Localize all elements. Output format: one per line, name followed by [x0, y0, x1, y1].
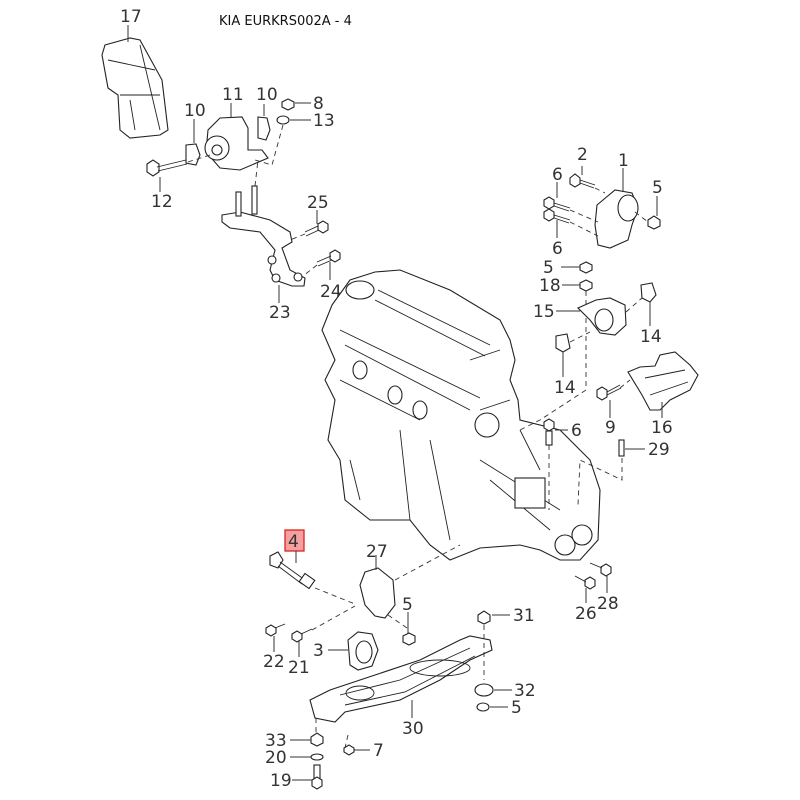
callout-16[interactable]: 16	[651, 418, 673, 438]
callout-3[interactable]: 3	[313, 641, 324, 661]
stud-29	[618, 439, 625, 457]
callout-10a[interactable]: 10	[184, 101, 206, 121]
bracket-17	[101, 37, 169, 139]
nut-7	[343, 744, 355, 756]
diagram-title: KIA EURKRS002A - 4	[219, 14, 352, 29]
callout-5b[interactable]: 5	[543, 258, 554, 278]
insulator-3	[347, 631, 379, 671]
nut-8	[281, 98, 295, 111]
bolt-25	[304, 220, 329, 237]
bolt-6b	[543, 208, 571, 224]
washer-20	[310, 753, 324, 761]
bolt-24	[316, 249, 341, 267]
callout-15[interactable]: 15	[533, 302, 555, 322]
bracket-16	[627, 351, 699, 411]
callout-12[interactable]: 12	[151, 192, 173, 212]
callout-6b[interactable]: 6	[552, 239, 563, 259]
bolt-6a	[543, 196, 571, 212]
bolt-12	[146, 159, 188, 177]
callout-4[interactable]: 4	[288, 532, 299, 552]
mount-bracket-1	[594, 189, 639, 249]
callout-29[interactable]: 29	[648, 440, 670, 460]
callout-2[interactable]: 2	[577, 145, 588, 165]
nut-5d	[476, 702, 490, 712]
bracket-23	[221, 185, 306, 287]
callout-9[interactable]: 9	[605, 418, 616, 438]
nut-5c	[402, 632, 416, 646]
callout-26[interactable]: 26	[575, 604, 597, 624]
callout-6c[interactable]: 6	[571, 421, 582, 441]
bolt-9	[596, 384, 622, 401]
nut-18	[579, 279, 593, 292]
bolt-26	[574, 575, 596, 590]
bolt-22	[265, 623, 286, 637]
nut-5b	[579, 261, 593, 274]
callout-23[interactable]: 23	[269, 303, 291, 323]
callout-17[interactable]: 17	[120, 7, 142, 27]
stopper-10b	[257, 116, 271, 141]
callout-27[interactable]: 27	[366, 542, 388, 562]
insulator-11	[204, 116, 269, 171]
callout-30[interactable]: 30	[402, 719, 424, 739]
callout-13[interactable]: 13	[313, 111, 335, 131]
callout-32[interactable]: 32	[514, 681, 536, 701]
callout-20[interactable]: 20	[265, 748, 287, 768]
crossmember-30	[309, 635, 493, 723]
stopper-14b	[555, 333, 571, 353]
callout-24[interactable]: 24	[320, 282, 342, 302]
bolt-21	[291, 628, 313, 643]
callout-5d[interactable]: 5	[511, 698, 522, 718]
callout-6a[interactable]: 6	[552, 165, 563, 185]
insulator-15	[577, 297, 627, 336]
nut-13	[276, 115, 290, 125]
nut-31	[477, 610, 491, 625]
callout-14a[interactable]: 14	[640, 327, 662, 347]
callout-18[interactable]: 18	[539, 276, 561, 296]
callout-7[interactable]: 7	[373, 741, 384, 761]
callout-11[interactable]: 11	[222, 85, 244, 105]
highlight-box-4	[284, 529, 305, 552]
callout-8[interactable]: 8	[313, 94, 324, 114]
callout-28[interactable]: 28	[597, 594, 619, 614]
callout-33[interactable]: 33	[265, 731, 287, 751]
bracket-27	[359, 567, 396, 619]
callout-21[interactable]: 21	[288, 658, 310, 678]
through-bolt-4	[269, 551, 316, 590]
bolt-6c	[543, 418, 555, 446]
bolt-19	[311, 764, 323, 790]
callout-19[interactable]: 19	[270, 771, 292, 791]
callout-5c[interactable]: 5	[402, 595, 413, 615]
callout-25[interactable]: 25	[307, 193, 329, 213]
bolt-28	[589, 562, 612, 577]
callout-10b[interactable]: 10	[256, 85, 278, 105]
callout-31[interactable]: 31	[513, 606, 535, 626]
callout-22[interactable]: 22	[263, 652, 285, 672]
callout-1[interactable]: 1	[618, 151, 629, 171]
engine-block	[321, 269, 601, 561]
bolt-2	[569, 173, 596, 189]
nut-33	[310, 732, 324, 747]
stopper-14a	[640, 282, 657, 303]
callout-14b[interactable]: 14	[554, 378, 576, 398]
nut-5a	[647, 215, 661, 230]
bushing-32	[474, 683, 494, 697]
callout-5a[interactable]: 5	[652, 178, 663, 198]
